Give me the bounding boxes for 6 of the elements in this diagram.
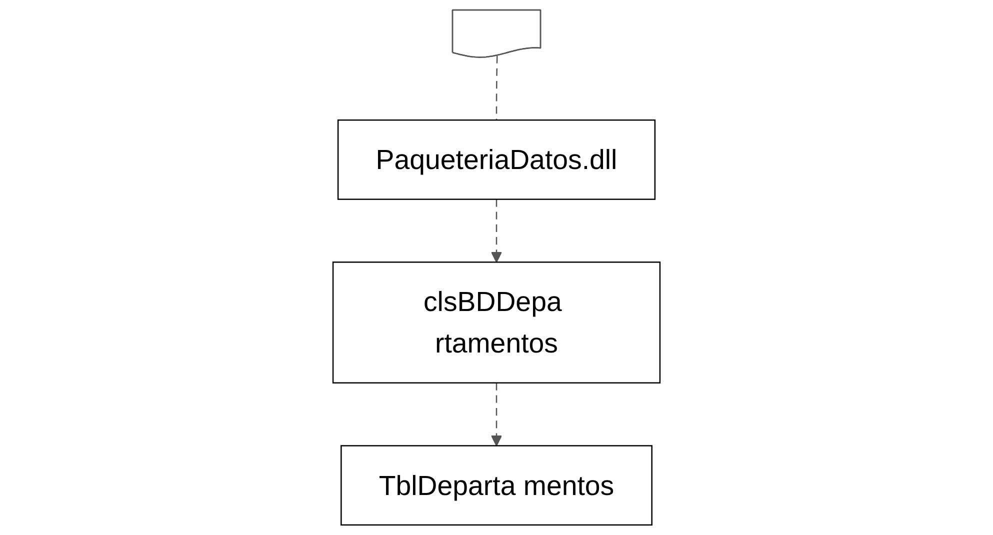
node-box: PaqueteriaDatos.dll <box>337 119 656 200</box>
node-box: clsBDDepa rtamentos <box>332 262 661 384</box>
arrow <box>490 199 502 263</box>
connector <box>496 56 498 120</box>
node-box: TblDeparta mentos <box>340 445 652 526</box>
arrow <box>490 382 502 446</box>
